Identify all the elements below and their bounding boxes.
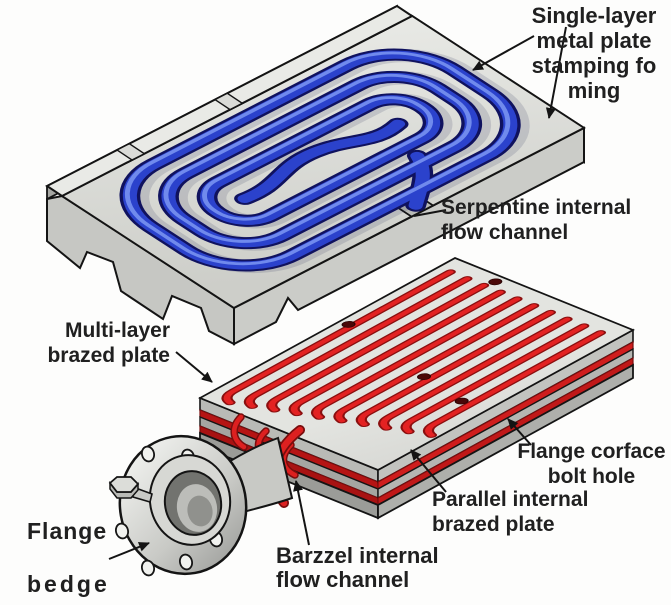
top-plate-front-face — [233, 126, 585, 346]
side-bolt-head — [108, 476, 140, 493]
red-channel-line — [313, 297, 521, 419]
leader-flange-corface — [507, 418, 532, 446]
red-channel-line — [357, 310, 554, 426]
red-channel-line — [223, 270, 454, 405]
leader-single-layer-plate — [545, 26, 567, 119]
parallel-flow-channels — [221, 269, 607, 438]
serpentine-cold-plate — [45, 4, 586, 346]
label-serpentine-flow-channel: Serpentine internal flow channel — [441, 196, 632, 244]
leader-single-layer-channel — [472, 35, 535, 71]
label-flange-corface-bolt-hole: Flange corface bolt hole — [517, 440, 666, 488]
leader-parallel — [410, 449, 447, 493]
bore-depth — [187, 495, 213, 527]
multi-layer-brazed-plate — [108, 257, 635, 577]
label-flange-bedge: Flange bedge — [27, 518, 157, 597]
top-plate-left-end-face — [46, 194, 235, 346]
label-barzzel-internal-flow-channel: Barzzel internal flow channel — [276, 543, 439, 592]
leader-lines — [108, 26, 567, 560]
label-single-layer-metal-plate: Single-layer metal plate stamping fo min… — [531, 3, 657, 103]
label-flange-bedge-line1: Flange — [27, 518, 108, 544]
lip-notch — [115, 142, 146, 161]
red-channel-line — [402, 324, 588, 434]
label-parallel-internal-brazed-plate: Parallel internal brazed plate — [432, 488, 589, 536]
label-flange-bedge-line2: bedge — [27, 570, 110, 597]
lip-notch — [213, 92, 244, 111]
red-channel-line — [425, 331, 604, 437]
flange — [108, 434, 294, 577]
deck-holes — [341, 278, 503, 405]
red-channel-line — [268, 283, 488, 412]
label-multi-layer-brazed-plate: Multi-layer brazed plate — [47, 319, 170, 367]
leader-serpentine — [413, 209, 447, 217]
red-channel-line — [380, 317, 571, 430]
serpentine-flow-channel — [119, 48, 530, 274]
leader-multi-layer — [175, 351, 213, 383]
front-layer-stack — [377, 328, 634, 520]
leader-flange-bedge — [108, 542, 150, 560]
leader-barzzel — [293, 480, 310, 546]
red-channel-line — [290, 290, 504, 416]
red-channel-line — [246, 277, 471, 408]
red-channel-line — [335, 304, 538, 423]
